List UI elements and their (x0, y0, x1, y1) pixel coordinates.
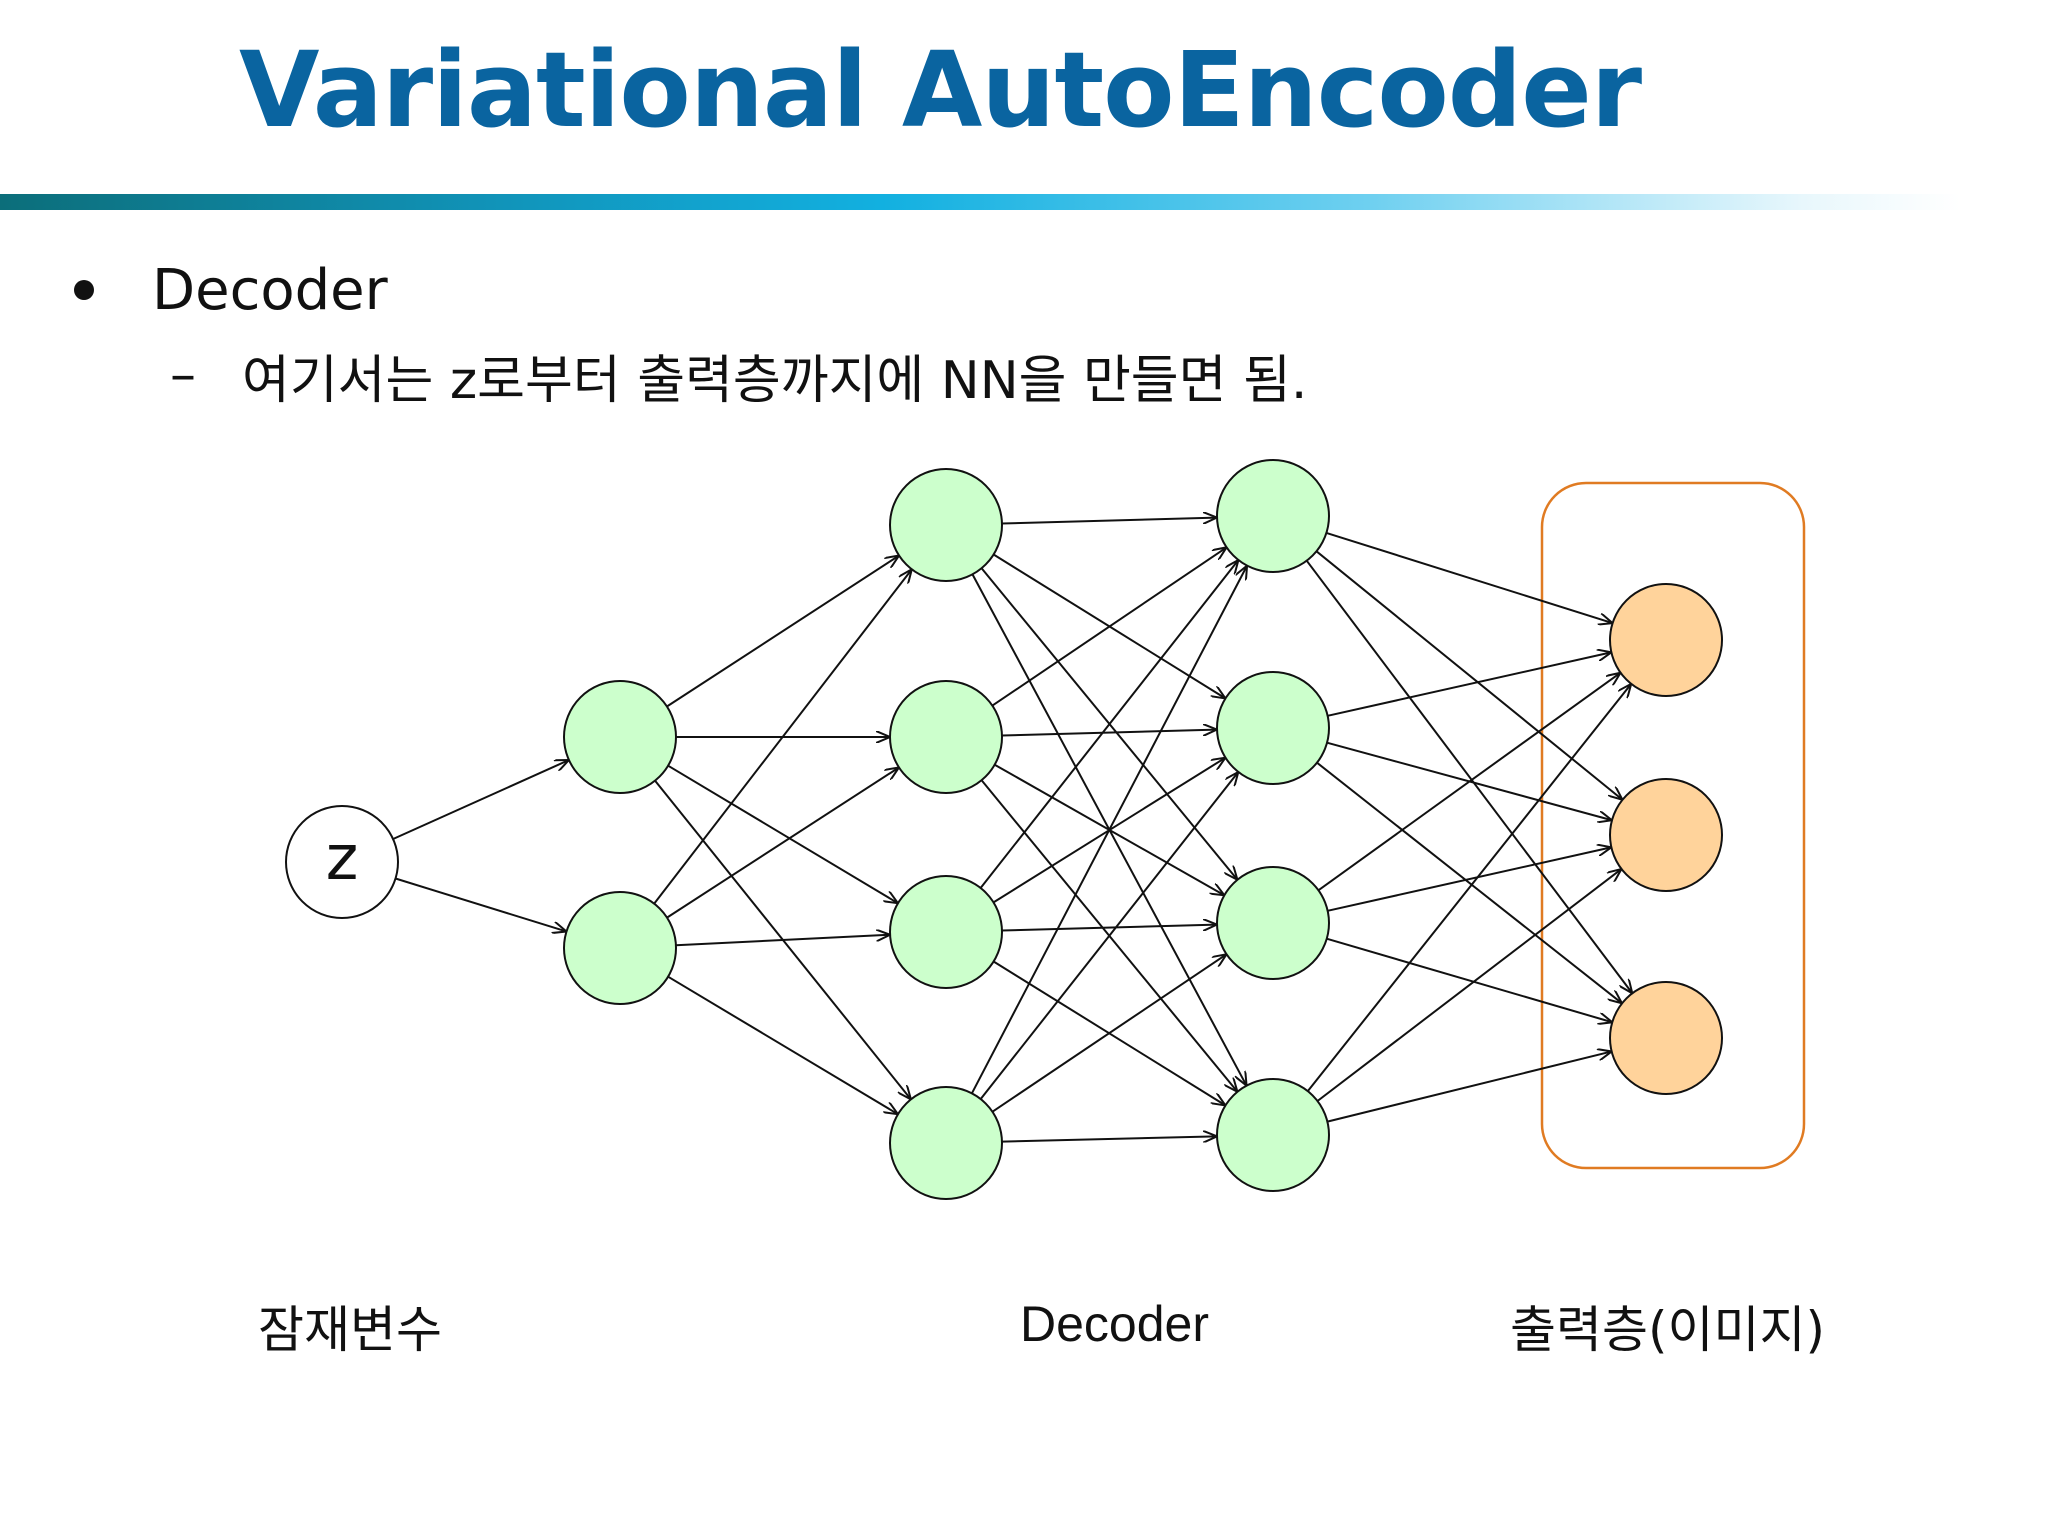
node-hidden-3-1 (1216, 459, 1330, 573)
node-hidden-1-2 (563, 891, 677, 1005)
edges-group (392, 518, 1632, 1142)
node-hidden-3-3 (1216, 866, 1330, 980)
edge-arrow (667, 764, 897, 903)
node-hidden-3-4 (1216, 1078, 1330, 1192)
node-hidden-1-1 (563, 680, 677, 794)
node-hidden-2-2 (889, 680, 1003, 794)
sub-bullet-text: 여기서는 z로부터 출력층까지에 NN을 만들면 됨. (242, 350, 1308, 411)
edge-arrow (1305, 560, 1632, 993)
caption-output-layer: 출력층(이미지) (1510, 1301, 1826, 1359)
edge-arrow (1317, 673, 1619, 892)
node-hidden-3-2 (1216, 671, 1330, 785)
edge-arrow (1327, 848, 1611, 912)
edge-arrow (991, 955, 1226, 1113)
node-hidden-2-1 (889, 468, 1003, 582)
node-output-3 (1609, 981, 1723, 1095)
edge-arrow (979, 561, 1238, 889)
edge-arrow (653, 570, 911, 905)
slide-title: Variational AutoEncoder (238, 29, 1642, 151)
edge-arrow (392, 760, 568, 840)
caption-decoder: Decoder (1020, 1296, 1209, 1352)
edge-arrow (1326, 937, 1612, 1022)
caption-latent-variable: 잠재변수 (258, 1301, 442, 1359)
output-layer-box (1540, 481, 1806, 1170)
edge-arrow (979, 773, 1238, 1100)
nodes-group (285, 459, 1723, 1200)
edge-arrow (395, 877, 566, 932)
edge-arrow (1315, 550, 1622, 799)
edge-arrow (1327, 653, 1611, 717)
edge-arrow (666, 556, 898, 708)
bullet-text: Decoder (152, 257, 388, 323)
node-hidden-2-4 (889, 1086, 1003, 1200)
title-underline-bar (0, 194, 1960, 210)
edge-arrow (1001, 1136, 1216, 1141)
edge-arrow (1001, 518, 1216, 525)
node-hidden-2-3 (889, 875, 1003, 989)
node-output-1 (1609, 583, 1723, 697)
edge-arrow (666, 768, 898, 919)
edge-arrow (991, 548, 1225, 707)
node-output-2 (1609, 778, 1723, 892)
edge-arrow (1326, 531, 1611, 623)
edge-arrow (1316, 870, 1621, 1102)
bullet-dot-icon (74, 280, 94, 300)
input-node-label: z (326, 821, 359, 894)
edge-arrow (675, 935, 889, 947)
edge-arrow (1001, 730, 1216, 737)
edge-arrow (1316, 761, 1621, 1003)
edge-arrow (971, 567, 1247, 1094)
edge-arrow (1327, 1052, 1610, 1123)
node-latent-1 (285, 805, 399, 919)
edge-arrow (667, 975, 897, 1114)
bullet-item: Decoder (70, 250, 388, 330)
sub-bullet-dash: – (170, 345, 196, 405)
edge-arrow (1307, 685, 1631, 1092)
edge-arrow (1001, 925, 1216, 932)
sub-bullet-item: – 여기서는 z로부터 출력층까지에 NN을 만들면 됨. (170, 335, 1307, 415)
